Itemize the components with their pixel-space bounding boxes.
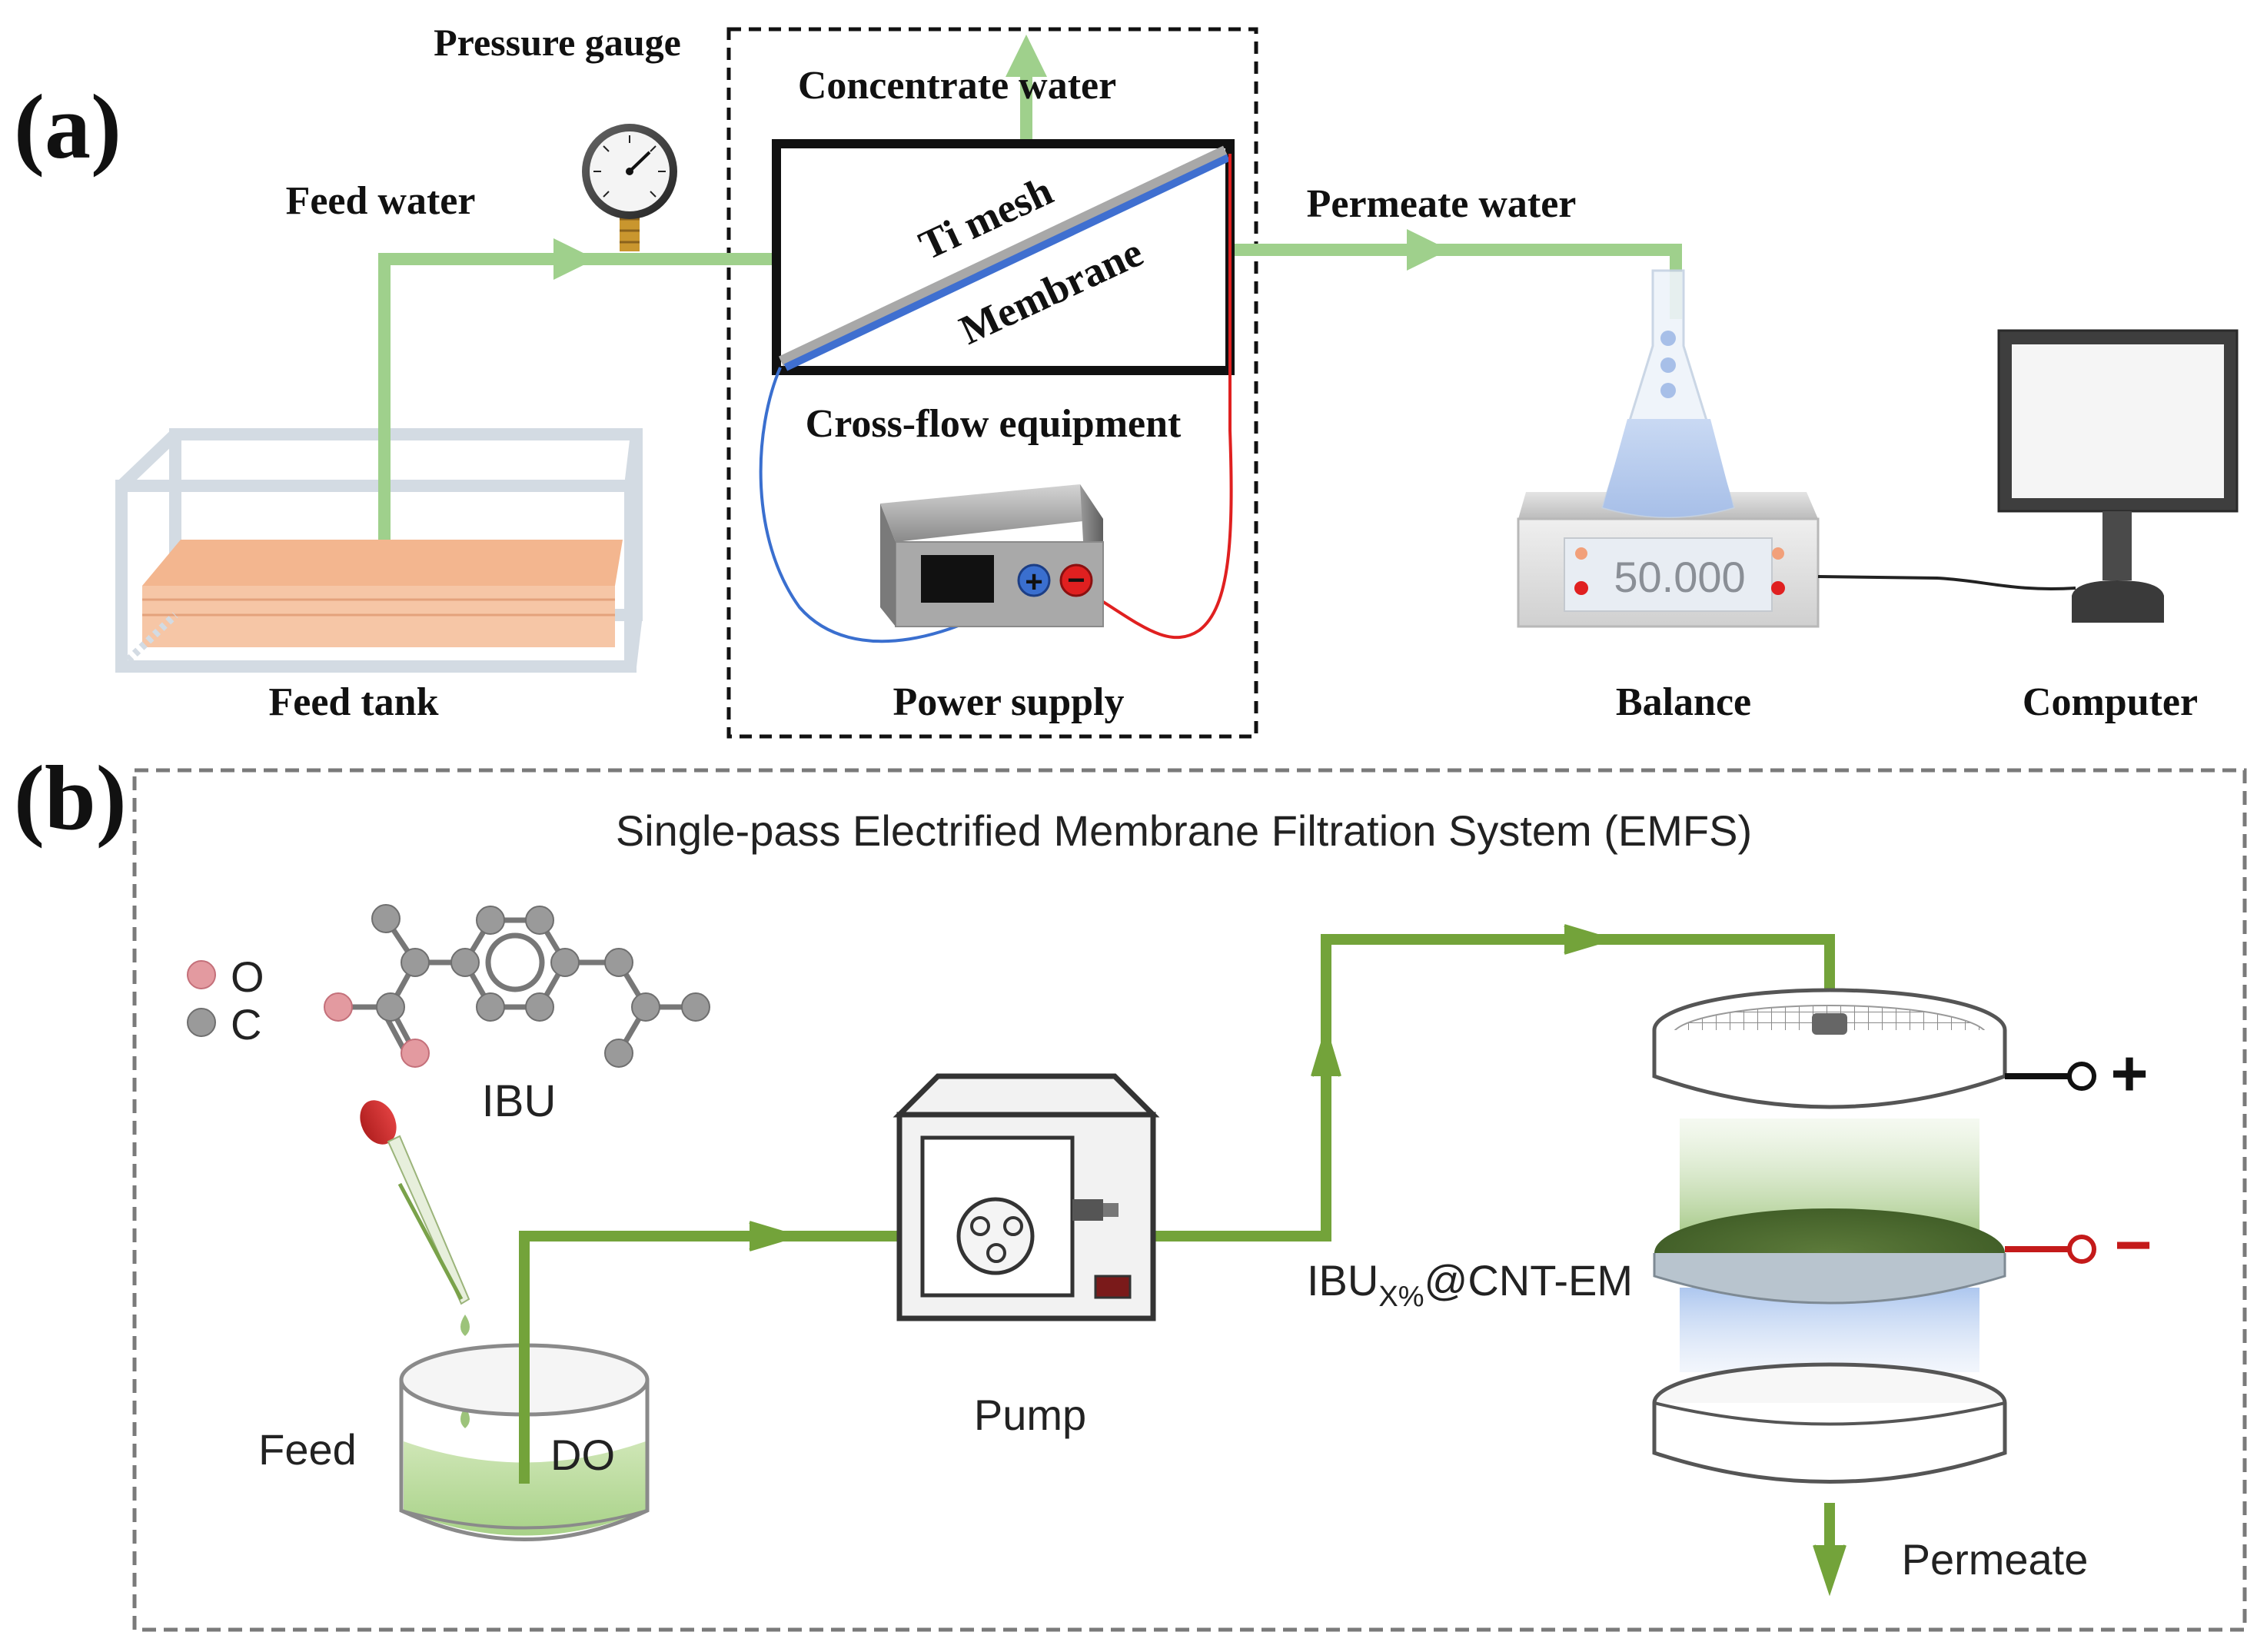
membrane-filtration-cell bbox=[1652, 988, 2007, 1484]
feed-tank bbox=[115, 428, 643, 673]
feed-water-line bbox=[378, 253, 773, 540]
permeate-water-line bbox=[1235, 244, 1682, 319]
oxygen-legend-label: O bbox=[231, 952, 264, 1001]
permeate-water-label: Permeate water bbox=[1307, 182, 1577, 226]
carbon-legend-marker bbox=[187, 1008, 216, 1037]
oxygen-legend-marker bbox=[187, 960, 216, 989]
feed-label: Feed bbox=[258, 1425, 357, 1474]
anode-plus: + bbox=[2110, 1037, 2148, 1109]
permeate-outlet-arrow bbox=[1813, 1544, 1847, 1597]
erlenmeyer-flask bbox=[1601, 269, 1735, 518]
permeate-water-arrow bbox=[1407, 229, 1449, 271]
concentrate-water-label: Concentrate water bbox=[798, 64, 1116, 108]
ibu-atoms bbox=[324, 904, 710, 1068]
negative-terminal-symbol: − bbox=[1067, 563, 1085, 597]
crossflow-dashed-box bbox=[726, 27, 1258, 739]
positive-terminal bbox=[1017, 563, 1051, 597]
crossflow-cell bbox=[772, 139, 1235, 375]
power-supply-label: Power supply bbox=[893, 680, 1125, 724]
cathode-minus: − bbox=[2114, 1208, 2152, 1281]
cell-inlet-fitting bbox=[1812, 1013, 1847, 1035]
emfs-flow-arrow-2 bbox=[1311, 1025, 1341, 1077]
peristaltic-pump bbox=[893, 1073, 1160, 1321]
power-supply: + − bbox=[880, 484, 1104, 627]
emfs-title: Single-pass Electrified Membrane Filtrat… bbox=[616, 806, 1752, 855]
cathode-terminal bbox=[2067, 1235, 2096, 1264]
atom-legend: O C bbox=[187, 952, 264, 1049]
red-wire bbox=[1075, 154, 1233, 640]
emfs-flow-arrow-1 bbox=[749, 1221, 801, 1251]
computer bbox=[1997, 329, 2239, 623]
feed-water-arrow bbox=[553, 238, 596, 280]
feed-water-label: Feed water bbox=[286, 179, 476, 223]
panel-b-label: (b) bbox=[14, 746, 127, 849]
ibu-cnt-em-rest: @CNT-EM bbox=[1424, 1256, 1634, 1305]
balance-label: Balance bbox=[1616, 680, 1751, 724]
emfs-flow-line bbox=[519, 934, 1835, 1484]
permeate-label: Permeate bbox=[1902, 1535, 2089, 1584]
emfs-dashed-box bbox=[132, 768, 2247, 1632]
positive-terminal-symbol: + bbox=[1025, 565, 1042, 599]
ibu-molecule bbox=[338, 917, 696, 1058]
computer-label: Computer bbox=[2023, 680, 2198, 724]
do-label: DO bbox=[550, 1431, 615, 1479]
concentrate-water-arrow bbox=[1006, 35, 1047, 77]
pump-label: Pump bbox=[974, 1391, 1086, 1439]
ibu-cnt-em-main: IBU bbox=[1307, 1256, 1378, 1305]
feed-tank-label: Feed tank bbox=[269, 680, 439, 724]
emfs-flow-arrow-3 bbox=[1564, 924, 1616, 955]
negative-terminal bbox=[1059, 563, 1093, 597]
panel-a-label: (a) bbox=[14, 75, 121, 178]
balance-reading: 50.000 bbox=[1614, 553, 1745, 601]
anode-terminal bbox=[2067, 1062, 2096, 1091]
data-cable bbox=[1817, 575, 2076, 591]
pressure-gauge bbox=[582, 124, 677, 251]
ibu-cnt-em-label: IBUX%@CNT-EM bbox=[1307, 1256, 1633, 1313]
crossflow-equipment-label: Cross-flow equipment bbox=[806, 402, 1182, 446]
carbon-legend-label: C bbox=[231, 1000, 261, 1049]
ibu-label: IBU bbox=[482, 1076, 557, 1126]
ibu-cnt-em-subscript: X% bbox=[1378, 1281, 1424, 1313]
pressure-gauge-label: Pressure gauge bbox=[434, 21, 681, 64]
